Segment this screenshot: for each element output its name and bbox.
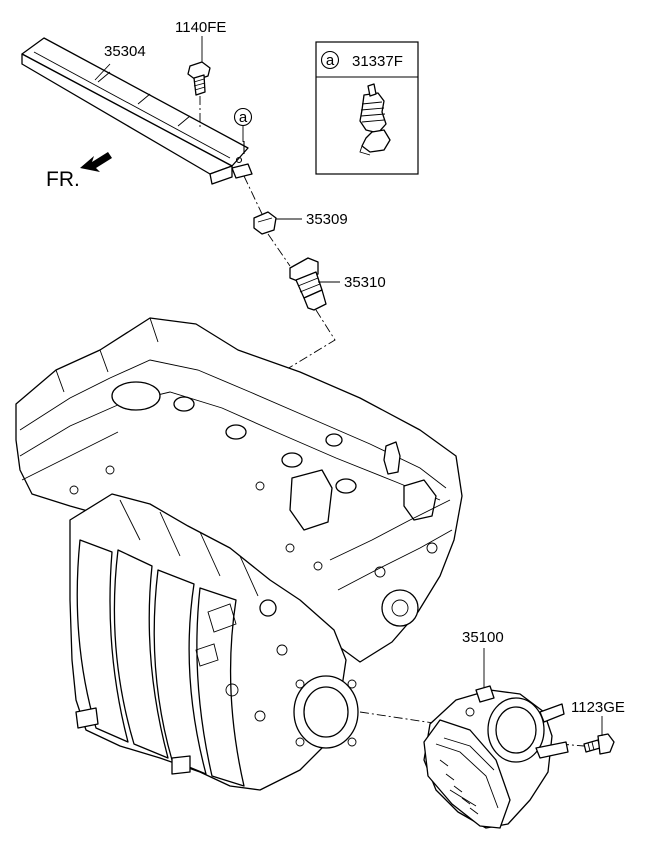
engine-cylinder-head — [15, 317, 463, 663]
label-35309: 35309 — [306, 211, 348, 228]
rail-bolt — [187, 61, 211, 96]
label-1140FE: 1140FE — [175, 19, 226, 36]
throttle-body — [423, 685, 569, 829]
front-arrow — [80, 152, 112, 172]
intake-manifold — [69, 493, 359, 791]
label-31337F: 31337F — [352, 53, 403, 70]
leader-35304 — [94, 63, 111, 81]
front-indicator-label: FR. — [46, 168, 80, 191]
callout-ref-letter: a — [239, 109, 248, 126]
injector-clip — [253, 211, 277, 235]
assembly-line-throttle — [359, 711, 441, 725]
coolant-pipe-upper — [539, 703, 565, 723]
label-35310: 35310 — [344, 274, 386, 291]
throttle-bolt — [583, 733, 615, 755]
inset-ref-letter: a — [326, 52, 335, 69]
callout-ref-circle — [233, 107, 253, 127]
inset-ref-circle — [320, 50, 340, 70]
assembly-line-injector-head — [169, 309, 336, 441]
fuel-injector — [289, 257, 327, 311]
coolant-pipe-lower — [535, 741, 569, 759]
fuel-rail — [21, 37, 253, 185]
label-35304: 35304 — [104, 43, 146, 60]
label-35100: 35100 — [462, 629, 504, 646]
label-1123GE: 1123GE — [571, 699, 625, 716]
inset-box: a 31337F — [315, 41, 419, 175]
retainer-clip-illustration — [359, 83, 391, 156]
assembly-line-rail-clip — [243, 175, 263, 215]
assembly-line-clip-injector — [267, 233, 291, 267]
